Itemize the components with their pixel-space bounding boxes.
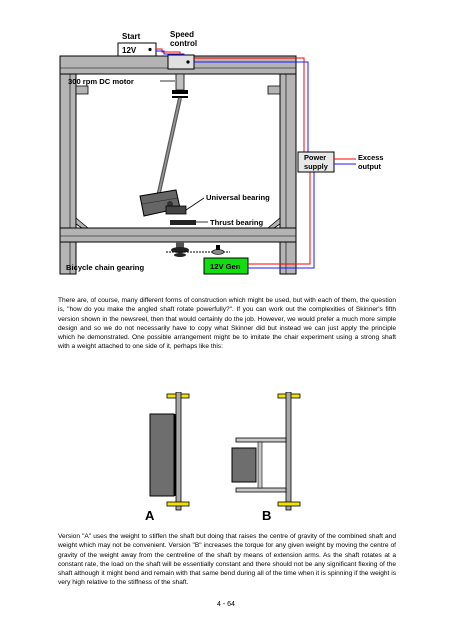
weight-a xyxy=(149,413,175,497)
start-label: Start xyxy=(122,32,141,41)
power-supply-label-line1: Power xyxy=(304,153,326,162)
paragraph-construction: There are, of course, many different for… xyxy=(58,297,396,351)
generator-label: 12V Gen xyxy=(210,262,241,271)
motor-label: 300 rpm DC motor xyxy=(68,77,134,86)
arm-b-top xyxy=(235,437,287,443)
wire-blue-gen xyxy=(248,171,315,269)
wire-red-gen xyxy=(248,171,311,265)
shaft-b xyxy=(285,392,292,511)
universal-bearing xyxy=(165,205,187,215)
shaft-b-bottom-bearing xyxy=(277,501,301,507)
wire-blue-supply xyxy=(194,61,309,154)
sprocket-small xyxy=(211,249,225,255)
thrust-bearing xyxy=(170,220,196,225)
frame-brace-right xyxy=(267,85,281,95)
power-supply-label-line2: supply xyxy=(304,162,329,171)
shaft-weight-diagram: A B xyxy=(145,392,301,522)
switch-terminal xyxy=(148,47,152,52)
excess-output-label-line1: Excess xyxy=(358,153,383,162)
chain-gearing-label: Bicycle chain gearing xyxy=(66,263,144,272)
label-b: B xyxy=(262,508,271,522)
paragraph-versions: Version "A" uses the weight to stiffen t… xyxy=(58,533,396,587)
frame-right-post xyxy=(279,73,297,275)
frame-middle-beam xyxy=(59,227,297,243)
thrust-bearing-label: Thrust bearing xyxy=(210,218,264,227)
generator-box xyxy=(203,257,249,275)
shaft-a xyxy=(175,392,182,511)
shaft-a-bottom-bearing xyxy=(166,501,190,507)
frame-left-post xyxy=(59,73,77,275)
voltage-label: 12V xyxy=(122,46,137,55)
wire-red-supply xyxy=(194,57,305,154)
machine-diagram: Start 12V Speed control 300 rpm DC motor… xyxy=(59,30,383,275)
speed-control-label-line2: control xyxy=(170,39,197,48)
universal-bearing-label: Universal bearing xyxy=(206,193,270,202)
label-a: A xyxy=(145,508,155,522)
frame-brace-left xyxy=(75,85,89,95)
speed-control-label-line1: Speed xyxy=(170,30,194,39)
power-supply-box xyxy=(297,151,335,173)
wire-red-top xyxy=(156,48,181,55)
excess-output-label-line2: output xyxy=(358,162,382,171)
weight-b xyxy=(231,447,257,483)
motor-body xyxy=(175,73,185,91)
wire-blue-top xyxy=(156,50,185,55)
speed-control-box xyxy=(167,54,195,70)
page-number: 4 - 64 xyxy=(217,601,235,608)
arm-b-bottom xyxy=(235,487,287,493)
